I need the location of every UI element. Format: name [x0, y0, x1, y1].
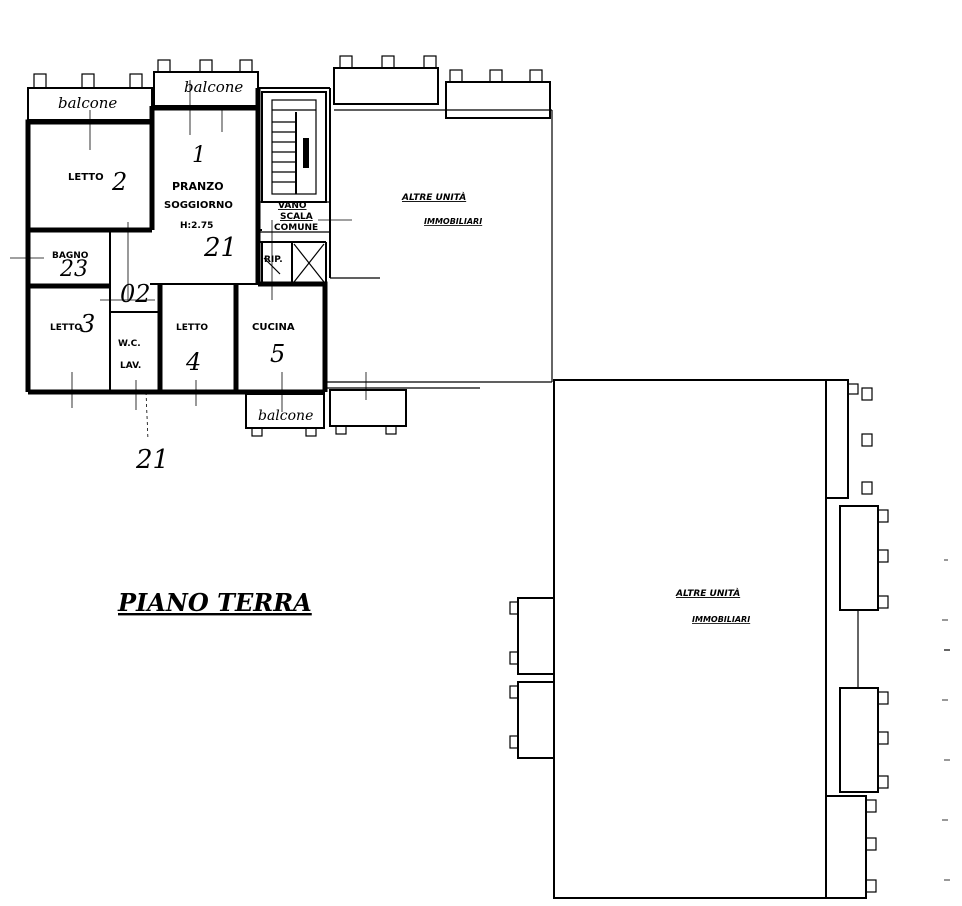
room-letto-3-label: LETTO	[50, 323, 82, 333]
other-units-right-line-1: ALTRE UNITÀ	[675, 588, 740, 599]
room-letto-2-number: 2	[111, 168, 127, 196]
room-number-bottom: 21	[135, 445, 169, 475]
other-balconies-top	[333, 55, 551, 119]
balcony-left-label: balcone	[58, 94, 117, 112]
room-wc-label: W.C.	[118, 339, 141, 349]
other-units-top-line-1: ALTRE UNITÀ	[401, 192, 466, 203]
balcony-bottom	[245, 389, 407, 437]
room-cucina-number: 5	[270, 340, 285, 368]
vano-line-1: VANO	[278, 201, 307, 211]
room-letto-4-label: LETTO	[176, 323, 208, 333]
other-units-right-block	[509, 379, 889, 899]
balcony-bottom-label: balcone	[258, 408, 313, 424]
room-height-label: H:2.75	[180, 221, 213, 231]
room-number-1: 1	[192, 143, 206, 168]
room-rip-label: RIP.	[264, 255, 283, 265]
room-letto-4-number: 4	[185, 348, 201, 376]
room-number-21: 21	[203, 233, 237, 263]
room-soggiorno-label: SOGGIORNO	[164, 200, 233, 211]
room-letto-3-number: 3	[80, 310, 95, 338]
room-pranzo-label: PRANZO	[172, 180, 224, 193]
interior-partitions	[28, 122, 327, 392]
balcony-center-label: balcone	[184, 78, 243, 96]
other-units-top-line-2: IMMOBILIARI	[424, 217, 482, 226]
other-units-top-block	[325, 109, 553, 389]
balcony-center	[153, 59, 259, 107]
window-marks	[10, 80, 367, 441]
room-lav-label: LAV.	[120, 361, 141, 371]
vano-line-3: COMUNE	[274, 223, 318, 233]
room-cucina-label: CUCINA	[252, 322, 295, 333]
room-number-23: 23	[59, 257, 88, 282]
room-bagno-label: BAGNO	[52, 251, 89, 261]
stair-well	[258, 91, 330, 233]
vano-line-2: SCALA	[280, 212, 313, 222]
other-units-right-line-2: IMMOBILIARI	[692, 615, 750, 624]
room-letto-2-label: LETTO	[68, 172, 104, 183]
plan-title: PIANO TERRA	[117, 588, 312, 617]
scan-edge-marks	[942, 559, 950, 881]
room-number-02: 02	[120, 280, 151, 308]
